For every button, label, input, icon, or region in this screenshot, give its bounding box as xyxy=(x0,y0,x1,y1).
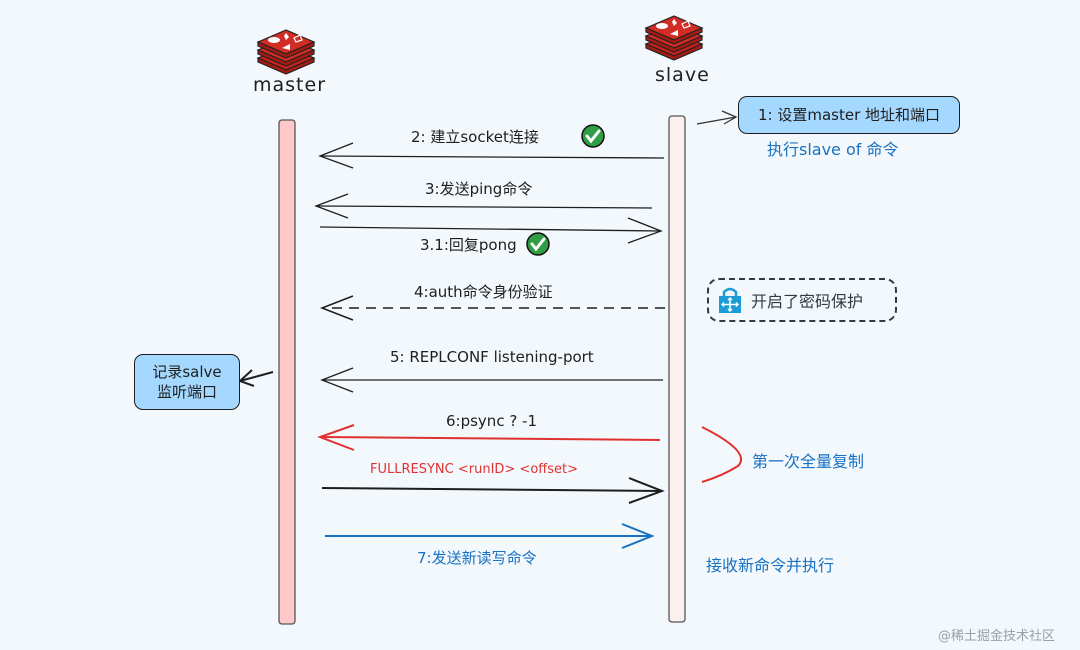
msg-3-label: 3:发送ping命令 xyxy=(425,180,533,198)
check-circle-icon xyxy=(526,232,550,256)
msg-5-label: 5: REPLCONF listening-port xyxy=(390,348,594,366)
arrow-msg-4 xyxy=(319,295,665,321)
step1-note-text: 1: 设置master 地址和端口 xyxy=(757,106,941,124)
step1-note: 1: 设置master 地址和端口 xyxy=(738,96,960,134)
slave-lifeline xyxy=(668,115,686,623)
arrow-msg-2 xyxy=(318,142,665,169)
record-port-note: 记录salve 监听端口 xyxy=(134,354,240,410)
master-label: master xyxy=(253,74,327,96)
receive-label: 接收新命令并执行 xyxy=(706,556,835,575)
msg-6-label: 6:psync ? -1 xyxy=(446,412,538,430)
arrow-msg-6 xyxy=(317,424,661,451)
step1-caption: 执行slave of 命令 xyxy=(767,140,899,159)
record-note-line1: 记录salve xyxy=(152,363,222,381)
password-note-text: 开启了密码保护 xyxy=(751,292,864,311)
password-note: 开启了密码保护 xyxy=(707,278,897,322)
msg-4-label: 4:auth命令身份验证 xyxy=(414,283,553,301)
slave-label: slave xyxy=(655,64,710,86)
arrow-msg-3-1 xyxy=(319,217,663,244)
arrow-to-step1-note xyxy=(696,110,738,125)
arrow-to-record-note xyxy=(238,369,274,387)
msg-2-label: 2: 建立socket连接 xyxy=(411,128,539,146)
msg-3-1-label: 3.1:回复pong xyxy=(420,236,517,254)
msg-7-label: 7:发送新读写命令 xyxy=(417,549,537,567)
full-copy-brace xyxy=(701,426,743,483)
slave-redis-logo-icon xyxy=(645,15,703,61)
record-note-line2: 监听端口 xyxy=(156,383,217,401)
check-circle-icon xyxy=(581,124,605,148)
fullresync-label: FULLRESYNC <runID> <offset> xyxy=(370,462,578,477)
arrow-msg-5 xyxy=(320,367,663,393)
arrow-msg-7 xyxy=(325,523,655,549)
arrow-fullresync xyxy=(321,477,665,504)
arrow-msg-3 xyxy=(314,193,653,219)
watermark: @稀土掘金技术社区 xyxy=(938,629,1056,644)
lock-network-icon xyxy=(719,287,741,313)
master-redis-logo-icon xyxy=(257,29,315,75)
master-lifeline xyxy=(278,119,296,625)
full-copy-label: 第一次全量复制 xyxy=(752,452,865,471)
